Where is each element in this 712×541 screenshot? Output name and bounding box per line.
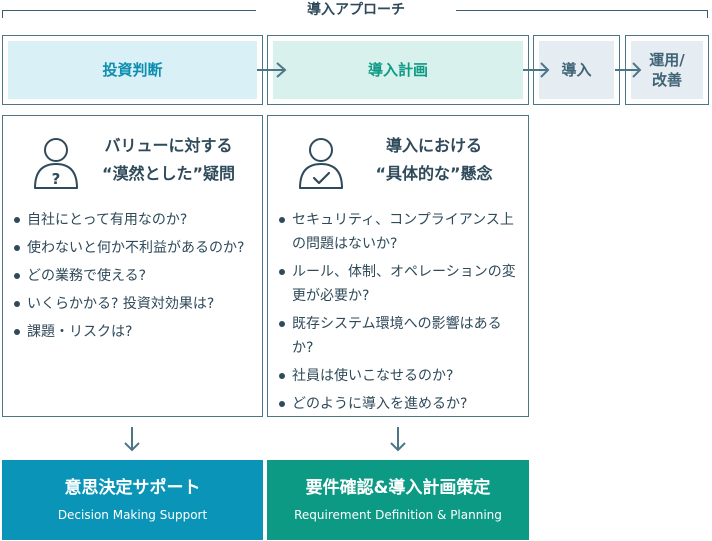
phase-label: 導入計画 bbox=[273, 41, 523, 99]
panel-title: バリューに対する “漠然とした”疑問 bbox=[101, 136, 236, 183]
panel-value-questions: ? バリューに対する “漠然とした”疑問 自社にとって有用なのか? 使わないと何… bbox=[2, 115, 263, 417]
panel-title: 導入における “具体的な”懸念 bbox=[375, 136, 493, 183]
phase-implementation-plan: 導入計画 bbox=[267, 35, 529, 105]
phase-investment-decision: 投資判断 bbox=[2, 35, 263, 105]
list-item: ルール、体制、オペレーションの変更が必要か? bbox=[278, 260, 522, 308]
list-item: 既存システム環境への影響はあるか? bbox=[278, 312, 522, 360]
outcome-subtitle: Requirement Definition & Planning bbox=[294, 508, 502, 522]
outcome-title: 意思決定サポート bbox=[64, 478, 201, 498]
arrow-right-icon bbox=[615, 62, 642, 78]
phase-label: 導入 bbox=[539, 41, 614, 99]
outcome-requirement-planning: 要件確認&導入計画策定 Requirement Definition & Pla… bbox=[267, 460, 529, 540]
list-item: 社員は使いこなせるのか? bbox=[278, 364, 522, 388]
arrow-right-icon bbox=[523, 62, 550, 78]
outcome-decision-support: 意思決定サポート Decision Making Support bbox=[2, 460, 263, 540]
question-list: 自社にとって有用なのか? 使わないと何か不利益があるのか? どの業務で使える? … bbox=[13, 208, 256, 348]
list-item: いくらかかる? 投資対効果は? bbox=[13, 292, 256, 316]
list-item: 課題・リスクは? bbox=[13, 320, 256, 344]
arrow-down-icon bbox=[124, 427, 140, 452]
outcome-subtitle: Decision Making Support bbox=[57, 508, 208, 522]
list-item: どの業務で使える? bbox=[13, 264, 256, 288]
phase-label: 投資判断 bbox=[8, 41, 257, 99]
list-item: 使わないと何か不利益があるのか? bbox=[13, 236, 256, 260]
person-question-icon: ? bbox=[34, 138, 78, 189]
svg-text:?: ? bbox=[52, 170, 61, 188]
list-item: どのように導入を進めるか? bbox=[278, 392, 522, 416]
phase-implementation: 導入 bbox=[533, 35, 620, 105]
concern-list: セキュリティ、コンプライアンス上の問題はないか? ルール、体制、オペレーションの… bbox=[278, 208, 522, 420]
person-check-icon bbox=[299, 138, 343, 189]
panel-implementation-concerns: 導入における “具体的な”懸念 セキュリティ、コンプライアンス上の問題はないか?… bbox=[267, 115, 529, 417]
outcome-title: 要件確認&導入計画策定 bbox=[305, 478, 491, 498]
arrow-down-icon bbox=[390, 427, 406, 452]
list-item: セキュリティ、コンプライアンス上の問題はないか? bbox=[278, 208, 522, 256]
phase-label: 運用/ 改善 bbox=[631, 41, 703, 99]
list-item: 自社にとって有用なのか? bbox=[13, 208, 256, 232]
approach-title: 導入アプローチ bbox=[256, 0, 456, 20]
arrow-right-icon bbox=[257, 62, 287, 78]
